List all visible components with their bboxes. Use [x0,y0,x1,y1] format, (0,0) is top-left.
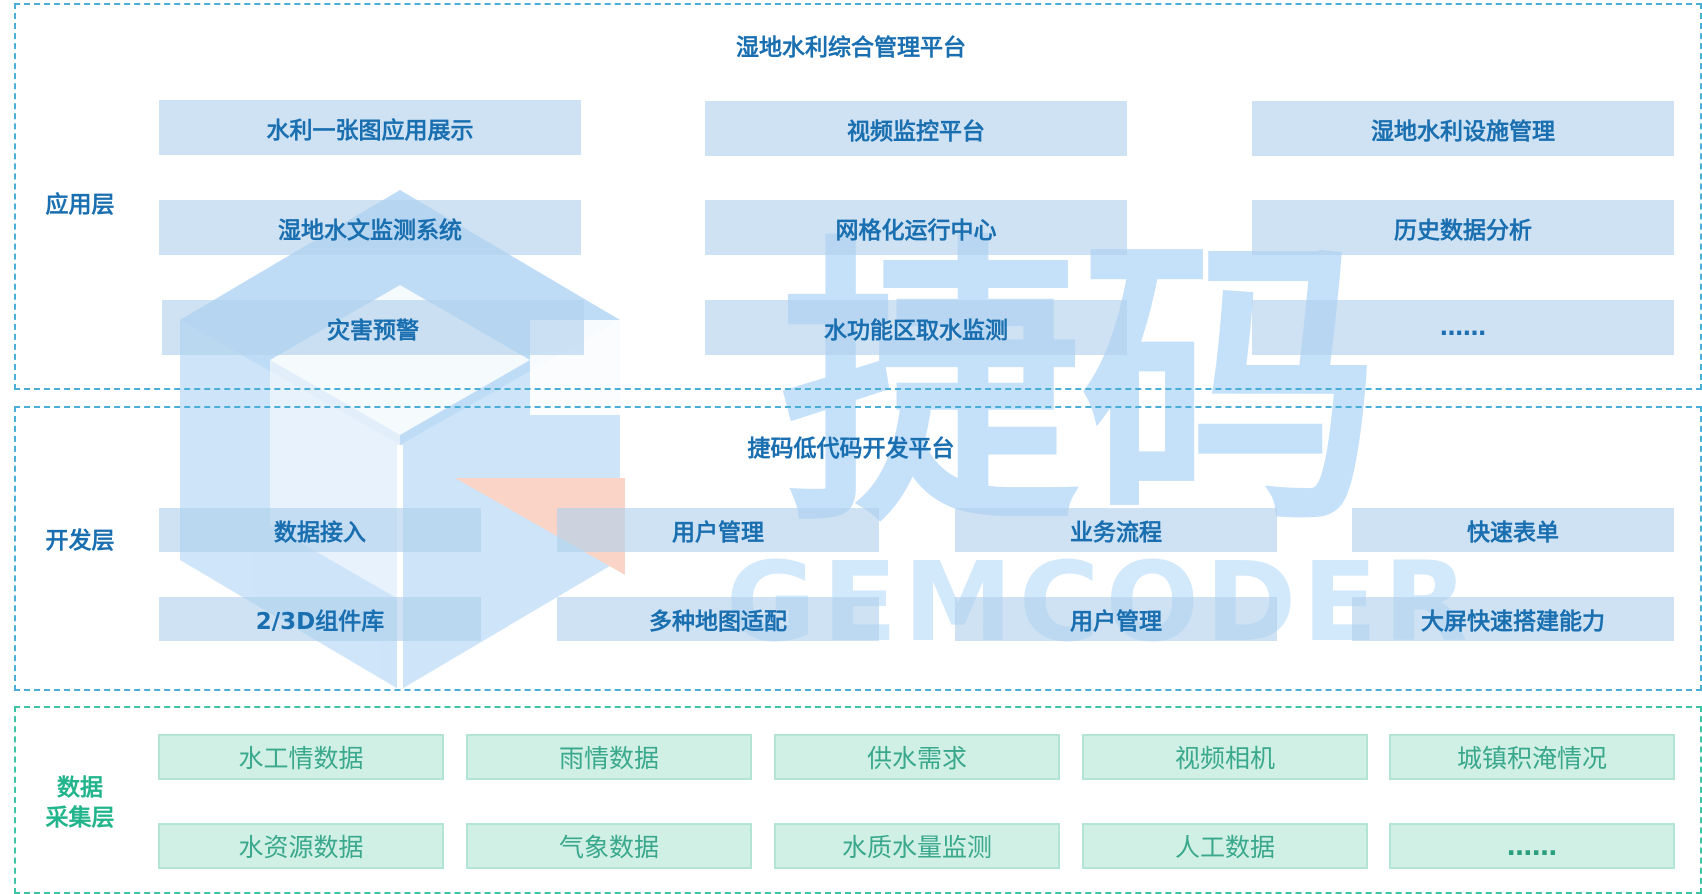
data-source: 水质水量监测 [774,823,1060,869]
app-module: …… [1252,300,1674,355]
data-source: …… [1389,823,1675,869]
dev-module: 用户管理 [557,508,879,552]
application-layer-label: 应用层 [45,192,115,218]
dev-module: 业务流程 [955,508,1277,552]
dev-module: 2/3D组件库 [159,597,481,641]
development-layer [14,406,1702,691]
development-platform-title: 捷码低代码开发平台 [747,436,955,462]
app-module: 视频监控平台 [705,101,1127,156]
data-source: 雨情数据 [466,734,752,780]
data-collection-layer [14,706,1702,894]
dev-module: 数据接入 [159,508,481,552]
application-layer [14,3,1702,390]
app-module: 历史数据分析 [1252,200,1674,255]
dev-module: 用户管理 [955,597,1277,641]
app-module: 水功能区取水监测 [705,300,1127,355]
dev-module: 大屏快速搭建能力 [1352,597,1674,641]
data-source: 供水需求 [774,734,1060,780]
development-layer-label: 开发层 [45,528,115,554]
app-module: 网格化运行中心 [705,200,1127,255]
app-module: 湿地水利设施管理 [1252,101,1674,156]
app-module: 湿地水文监测系统 [159,200,581,255]
data-source: 人工数据 [1082,823,1368,869]
dev-module: 多种地图适配 [557,597,879,641]
dev-module: 快速表单 [1352,508,1674,552]
data-source: 水资源数据 [158,823,444,869]
data-source: 视频相机 [1082,734,1368,780]
data-collection-layer-label: 数据 采集层 [45,775,115,831]
app-module: 水利一张图应用展示 [159,100,581,155]
data-source: 城镇积淹情况 [1389,734,1675,780]
application-platform-title: 湿地水利综合管理平台 [736,35,966,61]
data-source: 气象数据 [466,823,752,869]
app-module: 灾害预警 [162,300,584,355]
data-source: 水工情数据 [158,734,444,780]
